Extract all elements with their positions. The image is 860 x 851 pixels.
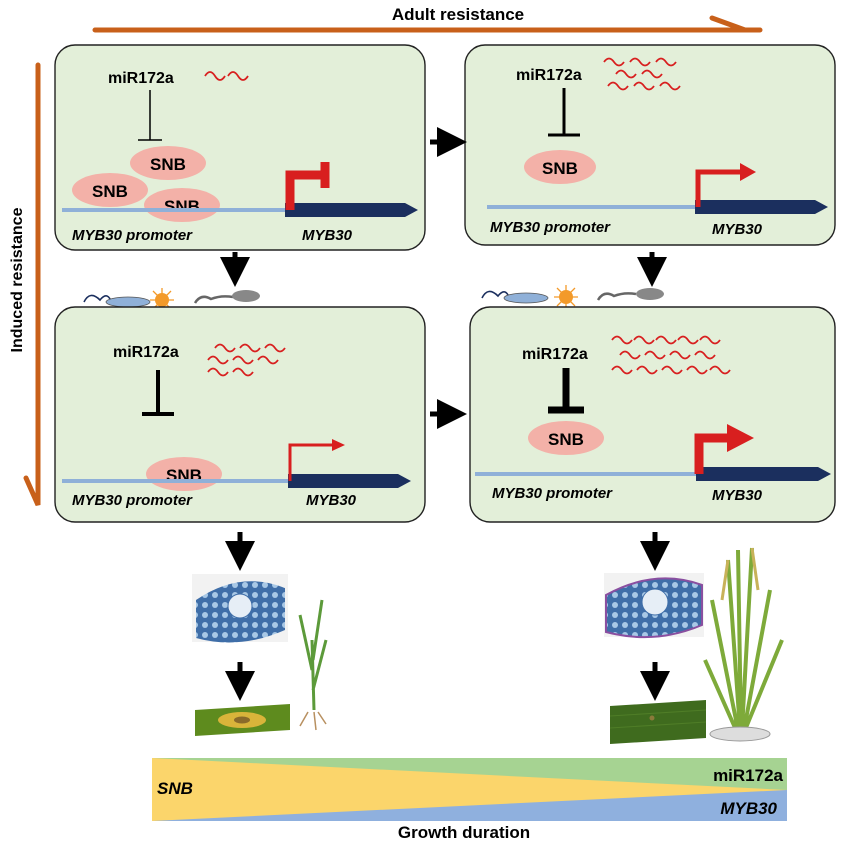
inhibition-bar bbox=[138, 90, 162, 141]
growth-duration-label: Growth duration bbox=[398, 823, 530, 842]
adult-resistance-label: Adult resistance bbox=[392, 5, 524, 24]
promoter-label: MYB30 promoter bbox=[72, 492, 193, 509]
induced-resistance-label: Induced resistance bbox=[9, 207, 26, 352]
panel-adult-infected: miR172a SNB MYB30 promoter MYB30 bbox=[469, 306, 836, 523]
snb-protein bbox=[72, 173, 148, 207]
myb30-gradient-label: MYB30 bbox=[720, 799, 777, 818]
pathogen-hypha-icon bbox=[636, 288, 664, 300]
fungal-spore-icon bbox=[105, 296, 151, 308]
bacterium-flagella bbox=[150, 288, 174, 312]
rice-plant-icon bbox=[703, 547, 784, 742]
snb-protein bbox=[130, 146, 206, 180]
promoter-label: MYB30 promoter bbox=[492, 485, 613, 502]
snb-protein bbox=[524, 150, 596, 184]
fungal-spore-icon bbox=[481, 290, 511, 301]
adult-resistance-arrow: Adult resistance bbox=[92, 5, 763, 33]
inhibition-bar bbox=[548, 88, 580, 137]
pathogens-right bbox=[481, 285, 664, 332]
fungal-spore-icon bbox=[83, 294, 113, 305]
mirna-label: miR172a bbox=[108, 70, 174, 87]
promoter-label: MYB30 promoter bbox=[490, 219, 611, 236]
inhibition-bar bbox=[548, 368, 584, 414]
mir172a-wedge bbox=[152, 758, 787, 790]
mirna-squiggles bbox=[611, 335, 731, 375]
growth-gradient: SNB miR172a MYB30 Growth duration bbox=[152, 758, 787, 842]
bacterium-flagella bbox=[554, 285, 578, 309]
gene-label: MYB30 bbox=[306, 492, 357, 509]
transcription-arrowhead bbox=[332, 439, 345, 451]
pathogen-hypha-icon bbox=[596, 292, 637, 301]
mirna-label: miR172a bbox=[522, 346, 588, 363]
healthy-leaf-icon bbox=[609, 700, 707, 744]
snb-label: SNB bbox=[548, 430, 584, 449]
gene-label: MYB30 bbox=[302, 227, 353, 244]
induced-resistance-arrow: Induced resistance bbox=[9, 62, 41, 507]
snb-protein bbox=[528, 421, 604, 455]
snb-protein bbox=[144, 188, 220, 222]
snb-label: SNB bbox=[150, 155, 186, 174]
pathogen-hypha-icon bbox=[193, 295, 234, 304]
gene-body bbox=[696, 467, 831, 481]
gene-label: MYB30 bbox=[712, 221, 763, 238]
fungal-spore-icon bbox=[503, 292, 549, 304]
mir172a-gradient-label: miR172a bbox=[713, 766, 783, 785]
myb30-wedge bbox=[152, 790, 787, 821]
leaf-cross-section-icon bbox=[604, 573, 704, 639]
transcription-arrow-icon bbox=[695, 169, 742, 207]
mirna-label: miR172a bbox=[113, 344, 179, 361]
pathogen-hypha-icon bbox=[232, 290, 260, 302]
leaf-cross-section-icon bbox=[192, 574, 288, 643]
transcription-arrow-icon bbox=[694, 433, 730, 474]
blocked-transcription-icon bbox=[285, 162, 330, 210]
gene-body bbox=[288, 474, 411, 488]
snb-label: SNB bbox=[542, 159, 578, 178]
transcription-arrowhead bbox=[727, 424, 754, 452]
rice-seedling-icon bbox=[298, 599, 328, 731]
inhibition-bar bbox=[142, 370, 174, 416]
leaf-lesion-icon bbox=[195, 704, 290, 736]
gene-label: MYB30 bbox=[712, 487, 763, 504]
snb-label: SNB bbox=[92, 182, 128, 201]
snb-gradient-label: SNB bbox=[157, 779, 193, 798]
promoter-label: MYB30 promoter bbox=[72, 227, 193, 244]
mirna-squiggles bbox=[603, 57, 681, 91]
gene-body bbox=[695, 200, 828, 214]
panel-young-infected: miR172a SNB MYB30 promoter MYB30 bbox=[54, 306, 426, 523]
panel-young-uninfected: miR172a SNB SNB SNB MYB30 promoter MYB30 bbox=[54, 44, 426, 251]
mirna-squiggles bbox=[204, 71, 249, 81]
transcription-arrow-icon bbox=[288, 443, 334, 481]
transcription-arrowhead bbox=[740, 163, 756, 181]
panel-adult-uninfected: miR172a SNB MYB30 promoter MYB30 bbox=[464, 44, 836, 246]
gene-body bbox=[285, 203, 418, 217]
snb-label: SNB bbox=[164, 197, 200, 216]
mirna-label: miR172a bbox=[516, 67, 582, 84]
mirna-squiggles bbox=[207, 343, 286, 377]
